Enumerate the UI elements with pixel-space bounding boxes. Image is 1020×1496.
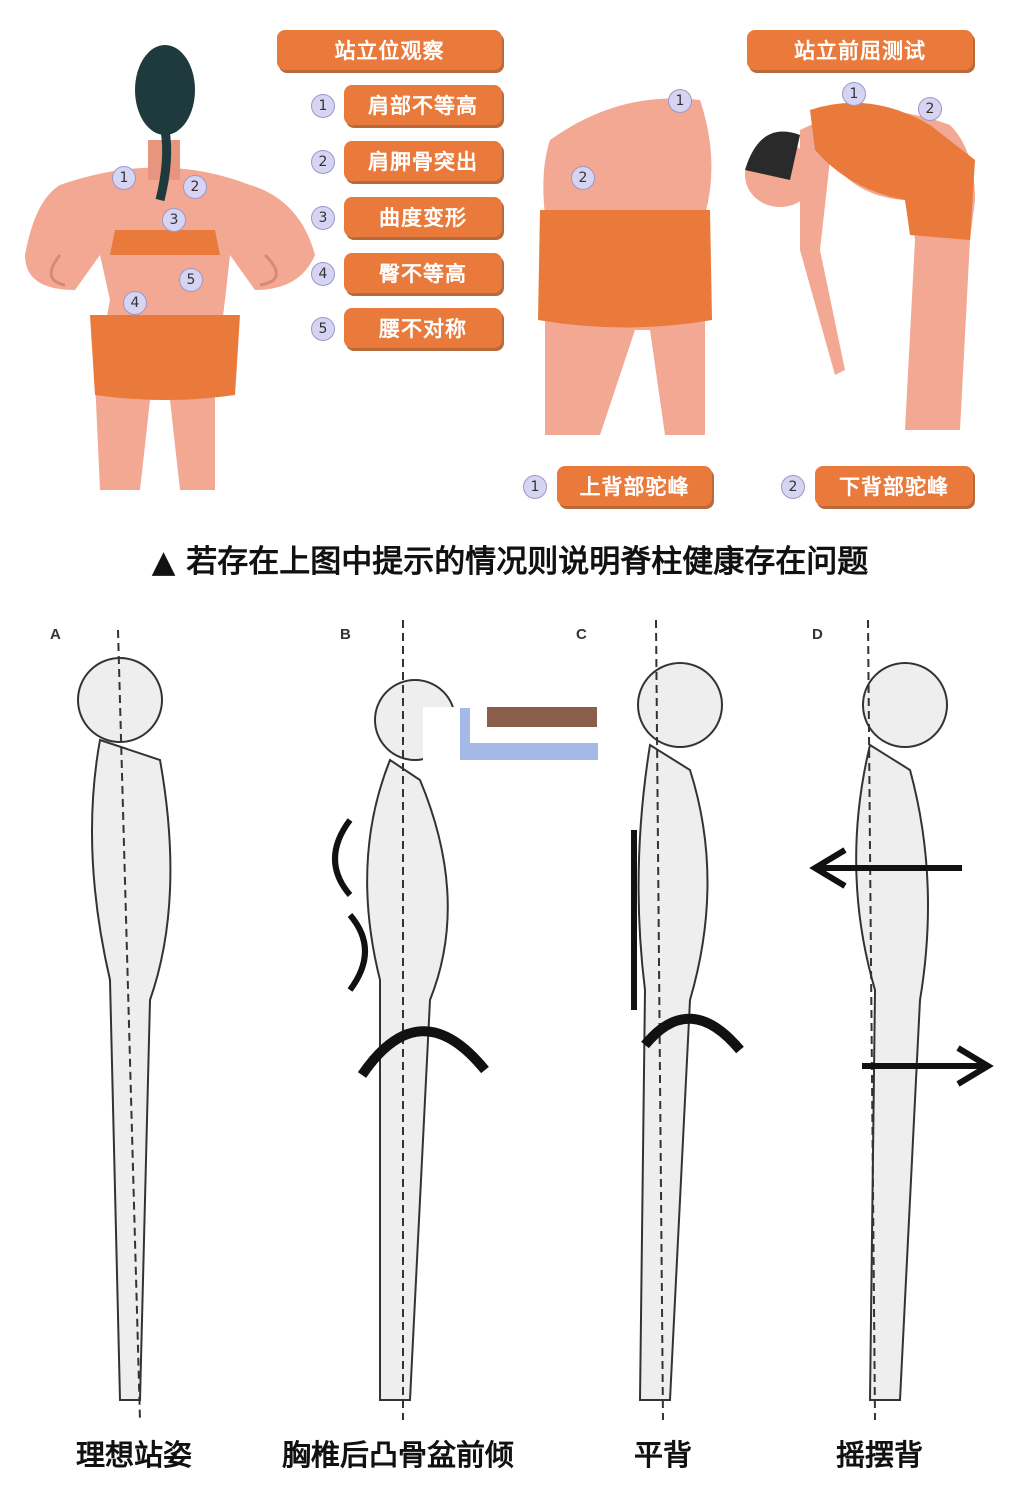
item-number: 3 bbox=[311, 206, 335, 230]
marker-4: 4 bbox=[123, 291, 147, 315]
item-label: 肩胛骨突出 bbox=[344, 141, 502, 181]
forward-bend-side-figure bbox=[745, 102, 975, 431]
skeleton-c bbox=[631, 619, 744, 1421]
back-view-figure bbox=[25, 45, 315, 490]
skeleton-figures bbox=[77, 619, 994, 1421]
posture-letter-a: A bbox=[50, 626, 61, 643]
item-label: 肩部不等高 bbox=[344, 85, 502, 125]
item-number: 2 bbox=[781, 475, 805, 499]
subtitle: ▲ 若存在上图中提示的情况则说明脊柱健康存在问题 bbox=[151, 544, 869, 580]
posture-caption-d: 摇摆背 bbox=[836, 1438, 924, 1472]
marker-3: 3 bbox=[162, 208, 186, 232]
posture-letter-b: B bbox=[340, 626, 351, 643]
posture-caption-a: 理想站姿 bbox=[76, 1438, 193, 1472]
item-label: 下背部驼峰 bbox=[815, 466, 973, 506]
item-number: 4 bbox=[311, 262, 335, 286]
posture-letter-c: C bbox=[576, 626, 587, 643]
marker-1: 1 bbox=[112, 166, 136, 190]
forward-bend-test-title: 站立前屈测试 bbox=[747, 30, 973, 70]
item-label: 上背部驼峰 bbox=[557, 466, 712, 506]
item-number: 5 bbox=[311, 317, 335, 341]
side-marker-1: 1 bbox=[842, 82, 866, 106]
marker-5: 5 bbox=[179, 268, 203, 292]
item-number: 2 bbox=[311, 150, 335, 174]
item-number: 1 bbox=[311, 94, 335, 118]
item-label: 腰不对称 bbox=[344, 308, 502, 348]
skeleton-a bbox=[77, 629, 172, 1421]
side-marker-2: 2 bbox=[918, 97, 942, 121]
marker-2: 2 bbox=[183, 175, 207, 199]
posture-caption-b: 胸椎后凸骨盆前倾 bbox=[282, 1438, 515, 1472]
bend-marker-1: 1 bbox=[668, 89, 692, 113]
item-label: 臀不等高 bbox=[344, 253, 502, 293]
item-label: 曲度变形 bbox=[344, 197, 502, 237]
posture-caption-c: 平背 bbox=[634, 1438, 693, 1472]
item-number: 1 bbox=[523, 475, 547, 499]
bent-back-view-figure bbox=[538, 98, 712, 435]
posture-letter-d: D bbox=[812, 626, 823, 643]
bend-marker-2: 2 bbox=[571, 166, 595, 190]
standing-observation-title: 站立位观察 bbox=[277, 30, 502, 70]
skeleton-d bbox=[809, 619, 994, 1421]
overlay-brown-block bbox=[487, 707, 597, 727]
